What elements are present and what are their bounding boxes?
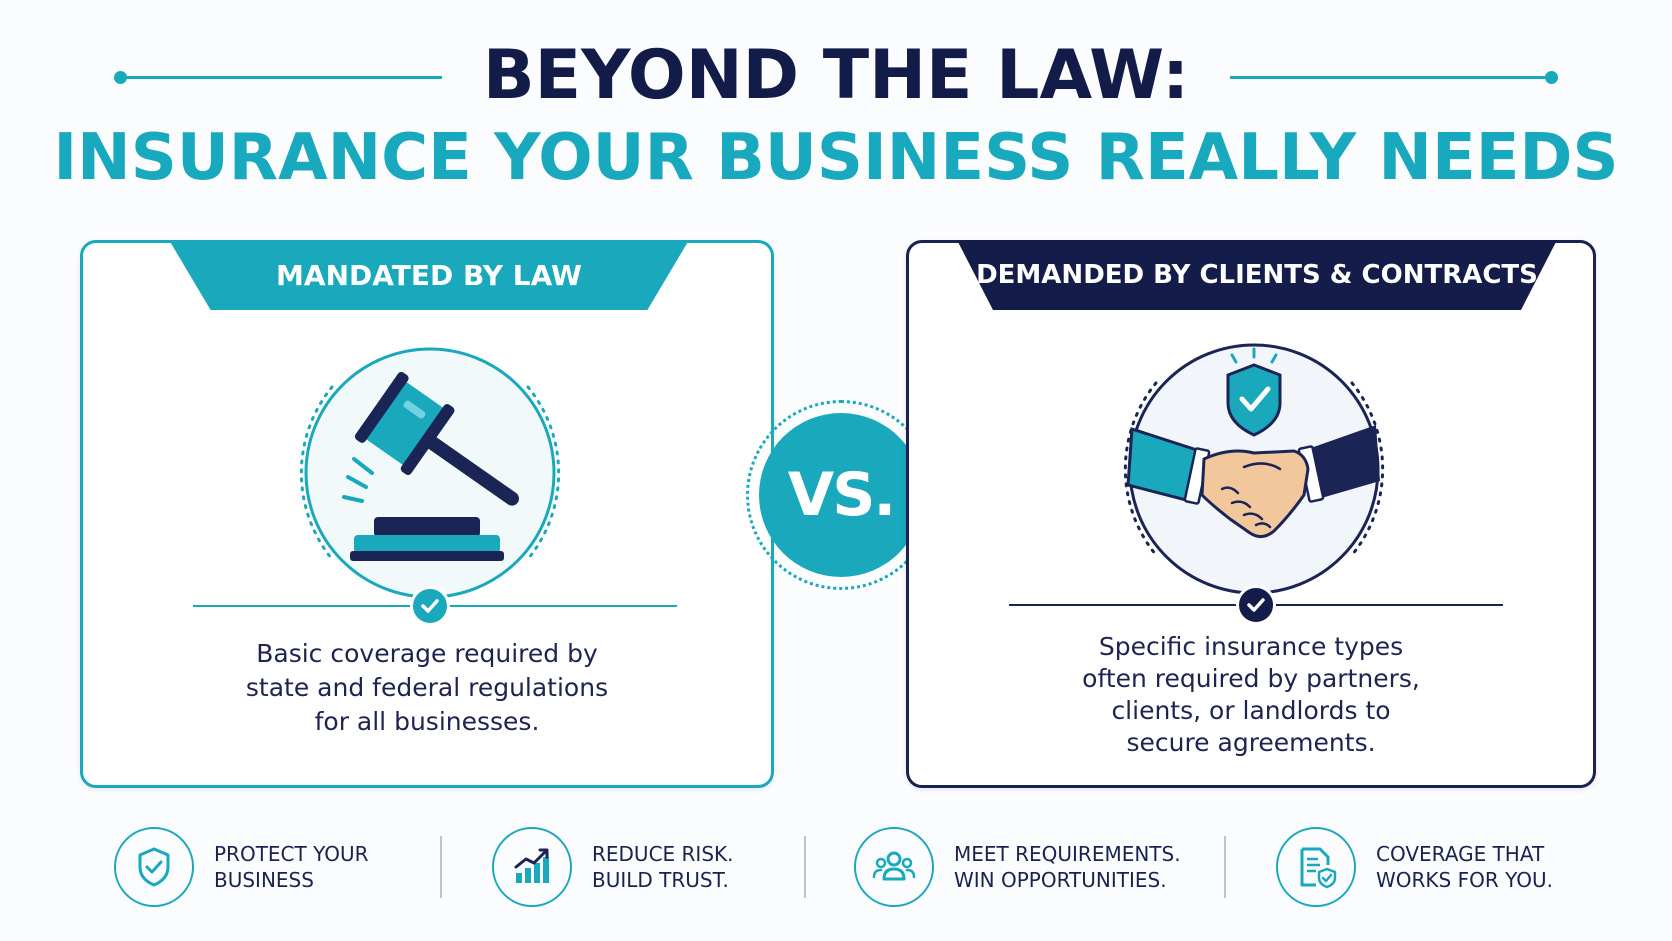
feature-coverage: COVERAGE THAT WORKS FOR YOU. <box>1276 826 1553 908</box>
footer-separator <box>1224 836 1226 898</box>
desc-line: secure agreements. <box>1126 728 1376 757</box>
document-shield-icon <box>1276 827 1356 907</box>
demanded-by-clients-card: DEMANDED BY CLIENTS & CONTRACTS <box>906 240 1596 788</box>
feature-text: BUSINESS <box>214 868 314 892</box>
feature-text: MEET REQUIREMENTS. <box>954 842 1181 866</box>
footer-separator <box>440 836 442 898</box>
mandated-by-law-card: MANDATED BY LAW Basi <box>80 240 774 788</box>
footer-separator <box>804 836 806 898</box>
desc-line: for all businesses. <box>314 707 540 736</box>
feature-reduce-risk: REDUCE RISK. BUILD TRUST. <box>492 826 734 908</box>
feature-text: WORKS FOR YOU. <box>1376 868 1553 892</box>
growth-chart-icon <box>492 827 572 907</box>
page-title: BEYOND THE LAW: <box>482 36 1190 115</box>
feature-text: PROTECT YOUR <box>214 842 369 866</box>
feature-text: WIN OPPORTUNITIES. <box>954 868 1167 892</box>
desc-line: Basic coverage required by <box>256 639 598 668</box>
feature-meet-requirements: MEET REQUIREMENTS. WIN OPPORTUNITIES. <box>854 826 1181 908</box>
card-description-left: Basic coverage required by state and fed… <box>123 637 731 739</box>
feature-protect-business: PROTECT YOUR BUSINESS <box>114 826 369 908</box>
header-rule-left <box>114 71 442 84</box>
gavel-icon <box>280 323 580 623</box>
handshake-icon <box>1104 319 1404 619</box>
desc-line: Specific insurance types <box>1098 632 1404 661</box>
feature-text: REDUCE RISK. <box>592 842 734 866</box>
checkmark-icon <box>410 586 450 626</box>
checkmark-icon <box>1236 585 1276 625</box>
feature-text: BUILD TRUST. <box>592 868 729 892</box>
feature-text: COVERAGE THAT <box>1376 842 1545 866</box>
card-description-right: Specific insurance types often required … <box>949 631 1553 759</box>
shield-check-icon <box>114 827 194 907</box>
desc-line: clients, or landlords to <box>1111 696 1391 725</box>
people-group-icon <box>854 827 934 907</box>
desc-line: often required by partners, <box>1082 664 1420 693</box>
desc-line: state and federal regulations <box>245 673 609 702</box>
page-subtitle: INSURANCE YOUR BUSINESS REALLY NEEDS <box>53 121 1619 195</box>
card-banner-right: DEMANDED BY CLIENTS & CONTRACTS <box>957 240 1557 310</box>
card-banner-left: MANDATED BY LAW <box>169 240 689 310</box>
header-rule-right <box>1230 71 1558 84</box>
vs-badge: VS. <box>759 413 923 577</box>
